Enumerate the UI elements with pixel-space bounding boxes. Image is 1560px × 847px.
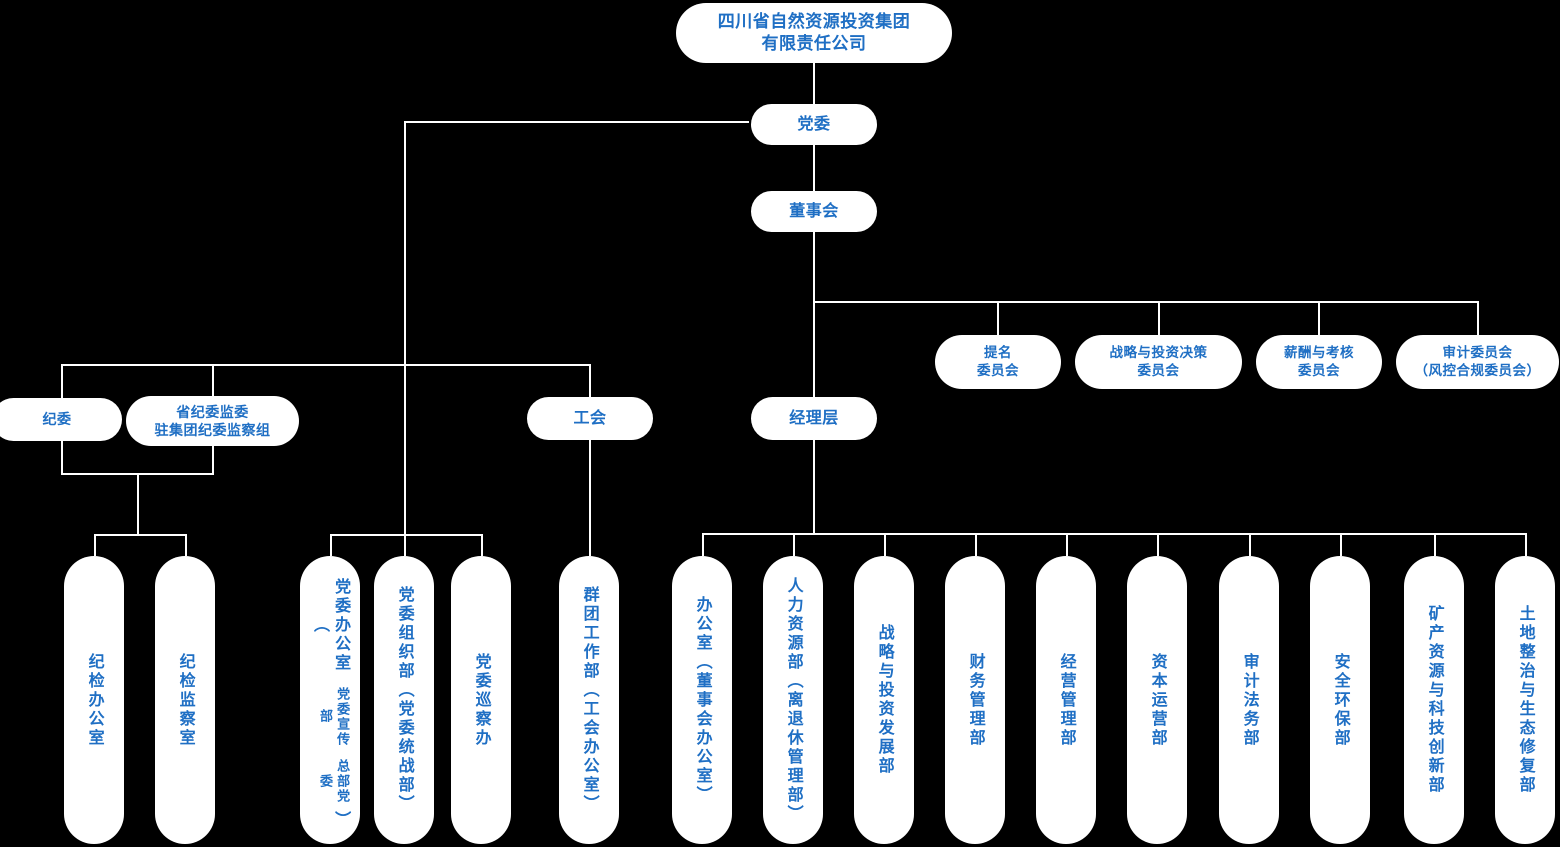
node-root-company[interactable]: 四川省自然资源投资集团 有限责任公司 <box>676 3 952 63</box>
connector-committee-stub-1 <box>997 301 999 335</box>
connector-root-to-party <box>813 62 815 106</box>
connector-party-dept-stub-2 <box>404 534 406 556</box>
connector-mgmt-stub-6 <box>1157 533 1159 556</box>
committee-2-line-2: 委员会 <box>1137 363 1180 378</box>
root-line-1: 四川省自然资源投资集团 <box>717 11 911 31</box>
connector-discipline-down <box>61 440 63 474</box>
party-office-sub-b: 总部党委 <box>317 759 351 805</box>
connector-party-dept-stub-3 <box>481 534 483 556</box>
node-committee-nomination[interactable]: 提名 委员会 <box>935 335 1061 389</box>
inspection-group-line-2: 驻集团纪委监察组 <box>154 422 271 438</box>
node-management-layer[interactable]: 经理层 <box>751 397 877 440</box>
node-dept-strategy-investment-development[interactable]: 战略与投资发展部 <box>854 556 914 844</box>
committee-1-line-1: 提名 <box>984 345 1012 361</box>
node-dept-audit-legal[interactable]: 审计法务部 <box>1219 556 1279 844</box>
committee-3-line-2: 委员会 <box>1298 363 1340 378</box>
node-dept-discipline-office[interactable]: 纪检办公室 <box>64 556 124 844</box>
connector-mgmt-stub-9 <box>1434 533 1436 556</box>
connector-party-dept-stub-1 <box>330 534 332 556</box>
node-dept-party-organization[interactable]: 党委组织部（党委统战部） <box>374 556 434 844</box>
connector-discipline-merge-down <box>137 473 139 535</box>
node-committee-strategy-investment[interactable]: 战略与投资决策 委员会 <box>1075 335 1242 389</box>
connector-committee-stub-2 <box>1158 301 1160 335</box>
connector-party-level2-bus <box>61 364 590 366</box>
node-board-of-directors[interactable]: 董事会 <box>751 191 877 232</box>
connector-mgmt-stub-8 <box>1340 533 1342 556</box>
committee-4-line-2: （风控合规委员会） <box>1414 363 1541 378</box>
connector-management-down <box>813 440 815 534</box>
committee-2-line-1: 战略与投资决策 <box>1109 345 1208 361</box>
inspection-group-line-1: 省纪委监委 <box>176 403 249 420</box>
connector-committee-stub-4 <box>1477 301 1479 335</box>
connector-mgmt-stub-4 <box>975 533 977 556</box>
node-dept-party-inspection-office[interactable]: 党委巡察办 <box>451 556 511 844</box>
root-line-2: 有限责任公司 <box>761 34 867 53</box>
connector-mgmt-stub-10 <box>1525 533 1527 556</box>
node-provincial-inspection-group[interactable]: 省纪委监委 驻集团纪委监察组 <box>126 396 299 446</box>
connector-mgmt-stub-3 <box>884 533 886 556</box>
party-office-main: 党委办公室（ <box>311 577 350 673</box>
node-dept-human-resources[interactable]: 人力资源部（离退休管理部） <box>763 556 823 844</box>
node-labor-union[interactable]: 工会 <box>527 397 653 440</box>
committee-4-line-1: 审计委员会 <box>1442 345 1513 361</box>
connector-committee-stub-3 <box>1318 301 1320 335</box>
node-discipline-committee[interactable]: 纪委 <box>0 398 122 441</box>
connector-mgmt-stub-5 <box>1066 533 1068 556</box>
node-dept-party-office[interactable]: 党委办公室（ 党委宣传部 总部党委 ） <box>300 556 360 844</box>
node-party-committee[interactable]: 党委 <box>751 104 877 145</box>
committee-1-line-2: 委员会 <box>977 363 1019 378</box>
connector-party-to-board <box>813 144 815 193</box>
node-dept-discipline-supervision-room[interactable]: 纪检监察室 <box>155 556 215 844</box>
node-dept-capital-operation[interactable]: 资本运营部 <box>1127 556 1187 844</box>
committee-3-line-1: 薪酬与考核 <box>1284 345 1354 361</box>
connector-discipline-dept-stub-2 <box>185 534 187 556</box>
node-dept-business-management[interactable]: 经营管理部 <box>1036 556 1096 844</box>
connector-management-bus <box>702 533 1526 535</box>
node-dept-mineral-resources-tech-innovation[interactable]: 矿产资源与科技创新部 <box>1404 556 1464 844</box>
node-dept-land-remediation-ecological-restoration[interactable]: 土地整治与生态修复部 <box>1495 556 1555 844</box>
connector-mgmt-stub-1 <box>702 533 704 556</box>
connector-discipline-dept-bus <box>94 534 186 536</box>
connector-stub-inspection-group <box>212 364 214 398</box>
connector-party-spine <box>404 121 406 535</box>
connector-union-down <box>589 440 591 556</box>
connector-discipline-dept-stub-1 <box>94 534 96 556</box>
connector-mgmt-stub-2 <box>793 533 795 556</box>
connector-party-dept-bus <box>330 534 482 536</box>
node-dept-general-office[interactable]: 办公室（董事会办公室） <box>672 556 732 844</box>
node-committee-remuneration-appraisal[interactable]: 薪酬与考核 委员会 <box>1256 335 1382 389</box>
node-committee-audit[interactable]: 审计委员会 （风控合规委员会） <box>1396 335 1559 389</box>
party-office-text: 党委办公室（ 党委宣传部 总部党委 ） <box>309 570 351 830</box>
connector-inspection-down <box>212 440 214 474</box>
node-dept-financial-management[interactable]: 财务管理部 <box>945 556 1005 844</box>
connector-party-left-arm <box>404 121 749 123</box>
connector-stub-union <box>589 364 591 398</box>
party-office-sub-a: 党委宣传部 <box>317 686 351 747</box>
connector-board-to-management <box>813 231 815 401</box>
node-dept-safety-environment[interactable]: 安全环保部 <box>1310 556 1370 844</box>
connector-committee-bus <box>813 301 1478 303</box>
node-dept-mass-organization-work[interactable]: 群团工作部（工会办公室） <box>559 556 619 844</box>
connector-mgmt-stub-7 <box>1249 533 1251 556</box>
connector-stub-discipline <box>61 364 63 398</box>
party-office-tail: ） <box>332 811 350 831</box>
